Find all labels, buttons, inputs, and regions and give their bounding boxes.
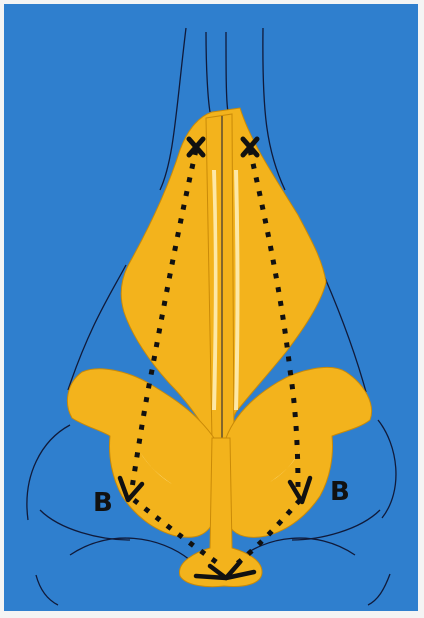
label-b-right: B [330, 479, 350, 505]
label-b-left: B [93, 490, 113, 516]
